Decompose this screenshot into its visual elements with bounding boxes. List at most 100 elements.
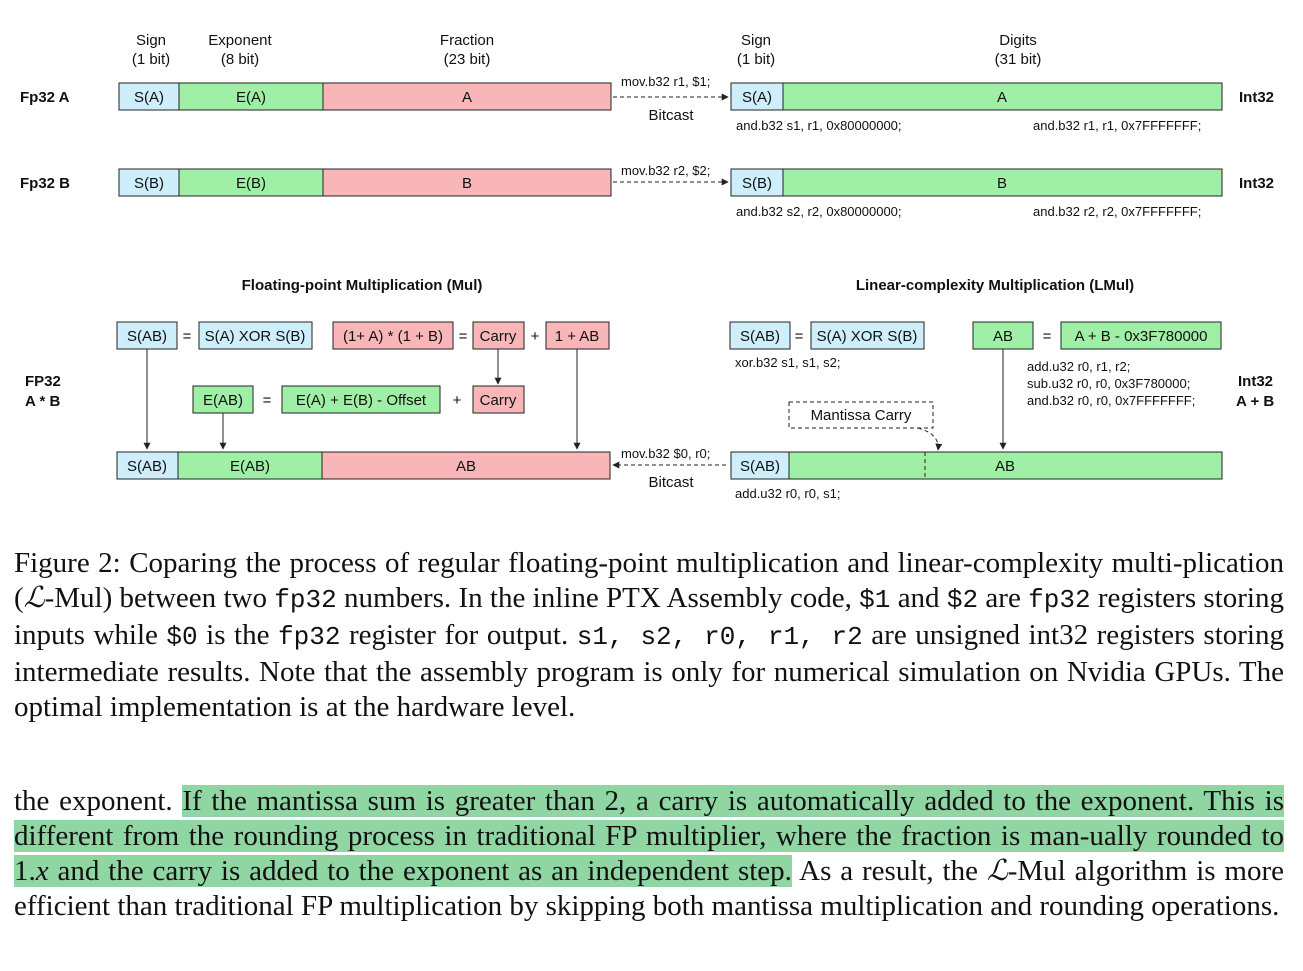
row-fp32-b: Fp32 B S(B) E(B) B mov.b32 r2, $2; S(B) … xyxy=(20,163,1274,219)
caption-code-reg0: $0 xyxy=(166,622,198,652)
header-exponent-bits: (8 bit) xyxy=(221,51,259,68)
body-highlight-x: x xyxy=(35,855,49,887)
row-a-int-label: Int32 xyxy=(1239,89,1274,106)
header-fraction-bits: (23 bit) xyxy=(444,51,491,68)
lmul-sab: S(AB) xyxy=(740,328,780,345)
lmul-xor: S(A) XOR S(B) xyxy=(817,328,918,345)
body-highlight-2: and the carry is added to the exponent a… xyxy=(48,855,792,887)
mul-carry2-box xyxy=(472,385,525,414)
lmul-code-3: and.b32 r0, r0, 0x7FFFFFFF; xyxy=(1027,393,1195,408)
lmul-code-1: add.u32 r0, r1, r2; xyxy=(1027,359,1130,374)
body-lmul-symbol: ℒ xyxy=(986,855,1008,887)
caption-code-int-regs: s1, s2, r0, r1, r2 xyxy=(576,622,863,652)
row-a-and-digits: and.b32 r1, r1, 0x7FFFFFFF; xyxy=(1033,118,1201,133)
header-int-sign-bits: (1 bit) xyxy=(737,51,775,68)
bitcast-label-bottom: Bitcast xyxy=(648,474,694,491)
mul-side-label-2: A * B xyxy=(25,393,60,410)
fp-headers: Sign (1 bit) Exponent (8 bit) Fraction (… xyxy=(132,32,1042,68)
row-b-int-label: Int32 xyxy=(1239,175,1274,192)
mul-one-ab-box xyxy=(545,321,610,350)
caption-code-reg1: $1 xyxy=(859,585,891,615)
mul-plus-1: + xyxy=(531,328,540,345)
row-b-and-sign: and.b32 s2, r2, 0x80000000; xyxy=(736,204,902,219)
lmul-res-digits: AB xyxy=(995,458,1015,475)
header-int-sign: Sign xyxy=(741,32,771,49)
mul-exp-sum-box xyxy=(281,385,441,414)
lmul-res-sign-box xyxy=(730,451,790,480)
body-paragraph: the exponent. If the mantissa sum is gre… xyxy=(14,784,1284,924)
mul-res-exp-box xyxy=(177,451,323,480)
mul-xor: S(A) XOR S(B) xyxy=(205,328,306,345)
caption-text-9: are unsigned int32 registers storing int… xyxy=(14,619,1284,723)
body-highlight-1: If the mantissa sum is greater than 2, a… xyxy=(14,785,1284,887)
mul-res-frac: AB xyxy=(456,458,476,475)
mul-eab: E(AB) xyxy=(203,392,243,409)
lmul-xor-box xyxy=(810,321,925,350)
mul-section: Floating-point Multiplication (Mul) FP32… xyxy=(25,277,611,480)
lmul-sab-box xyxy=(729,321,791,350)
row-a-frac: A xyxy=(462,89,472,106)
mantissa-carry-arrow xyxy=(917,427,943,451)
row-b-frac-box xyxy=(322,168,612,197)
row-a-int-digits: A xyxy=(997,89,1007,106)
row-b-exp: E(B) xyxy=(236,175,266,192)
mantissa-carry: Mantissa Carry xyxy=(811,407,912,424)
caption-text-7: is the xyxy=(197,619,279,651)
mul-sab-box xyxy=(116,321,178,350)
row-a-sign-box xyxy=(118,82,180,111)
lmul-side-label-2: A + B xyxy=(1236,393,1274,410)
lmul-res-sign: S(AB) xyxy=(740,458,780,475)
bitcast-label-top: Bitcast xyxy=(648,107,694,124)
row-a-exp: E(A) xyxy=(236,89,266,106)
caption-code-reg2: $2 xyxy=(946,585,979,615)
mul-plus-2: + xyxy=(453,392,462,409)
row-a-int-digits-box xyxy=(782,82,1223,111)
caption-text-4: and xyxy=(890,582,947,614)
mul-carry-box xyxy=(472,321,525,350)
row-b-frac: B xyxy=(462,175,472,192)
lmul-add-code: add.u32 r0, r0, s1; xyxy=(735,486,841,501)
lmul-section: Linear-complexity Multiplication (LMul) … xyxy=(612,277,1274,501)
body-text-3: -Mul algorithm is more efficient than tr… xyxy=(14,855,1285,922)
row-a-and-sign: and.b32 s1, r1, 0x80000000; xyxy=(736,118,902,133)
mul-eab-box xyxy=(192,385,254,414)
mul-prod: (1+ A) * (1 + B) xyxy=(343,328,443,345)
body-text-1: the exponent. xyxy=(14,785,183,817)
row-a-label: Fp32 A xyxy=(20,89,70,106)
header-sign-bits: (1 bit) xyxy=(132,51,170,68)
lmul-ab: AB xyxy=(993,328,1013,345)
caption-text-5: are xyxy=(978,582,1029,614)
mul-exp-sum: E(A) + E(B) - Offset xyxy=(296,392,427,409)
row-a-frac-box xyxy=(322,82,612,111)
lmul-title: Linear-complexity Multiplication (LMul) xyxy=(856,277,1134,294)
caption-text-3: numbers. In the inline PTX Assembly code… xyxy=(336,582,860,614)
caption-code-fp32-2: fp32 xyxy=(1028,585,1091,615)
row-a-int-sign: S(A) xyxy=(742,89,772,106)
caption-lmul-symbol: ℒ xyxy=(23,582,45,614)
caption-text-1: Figure 2: Coparing the process of regula… xyxy=(14,547,1284,614)
lmul-ab-eq: A + B - 0x3F780000 xyxy=(1074,328,1207,345)
row-a-int-sign-box xyxy=(730,82,784,111)
caption-text-8: register for output. xyxy=(340,619,577,651)
mul-sab: S(AB) xyxy=(127,328,167,345)
figure-caption: Figure 2: Coparing the process of regula… xyxy=(14,546,1284,725)
lmul-mov-out: mov.b32 $0, r0; xyxy=(621,446,710,461)
row-b-sign-box xyxy=(118,168,180,197)
mul-one-ab: 1 + AB xyxy=(555,328,600,345)
mul-eq-1: = xyxy=(183,328,192,345)
lmul-code-2: sub.u32 r0, r0, 0x3F780000; xyxy=(1027,376,1190,391)
mul-eq-2: = xyxy=(459,328,468,345)
row-b-int-digits-box xyxy=(782,168,1223,197)
row-b-sign: S(B) xyxy=(134,175,164,192)
row-a-mov: mov.b32 r1, $1; xyxy=(621,74,710,89)
mul-side-label-1: FP32 xyxy=(25,373,61,390)
mul-carry2: Carry xyxy=(480,392,517,409)
header-digits: Digits xyxy=(999,32,1037,49)
caption-text-2: -Mul) between two xyxy=(44,582,275,614)
row-b-int-digits: B xyxy=(997,175,1007,192)
caption-code-fp32: fp32 xyxy=(274,585,337,615)
row-fp32-a: Fp32 A S(A) E(A) A mov.b32 r1, $1; Bitca… xyxy=(20,74,1274,133)
row-b-and-digits: and.b32 r2, r2, 0x7FFFFFFF; xyxy=(1033,204,1201,219)
lmul-eq-2: = xyxy=(1043,328,1052,345)
row-b-int-sign: S(B) xyxy=(742,175,772,192)
